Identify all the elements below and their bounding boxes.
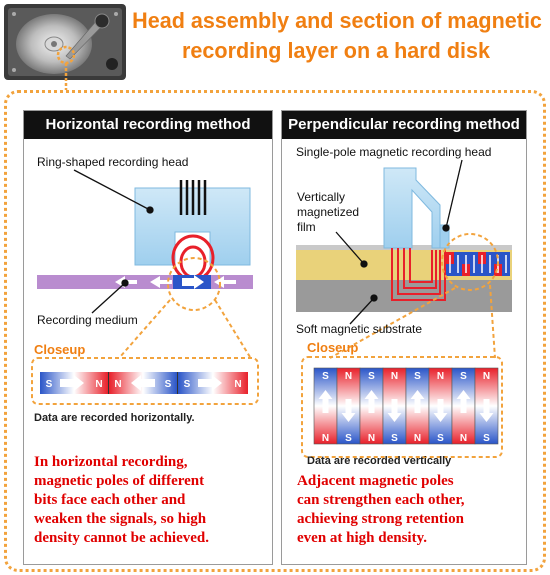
left-note: In horizontal recording, magnetic poles …	[34, 454, 210, 546]
down-arrow-icon	[387, 399, 402, 422]
ring-head-label: Ring-shaped recording head	[37, 155, 189, 169]
pole-letter-n: N	[114, 379, 121, 390]
pole-letter-n: N	[95, 379, 102, 390]
right-caption: Data are recorded vertically	[307, 455, 452, 467]
right-note: Adjacent magnetic poles can strengthen e…	[297, 473, 465, 546]
up-arrow-icon	[456, 390, 471, 413]
substrate-label: Soft magnetic substrate	[296, 322, 423, 336]
film-bits	[446, 252, 510, 276]
film-label: Vertically magnetized film	[297, 190, 360, 234]
pole-letter-s: S	[165, 379, 172, 390]
pole-letter-bottom: N	[460, 433, 467, 444]
pole-letter-bottom: S	[437, 433, 444, 444]
down-arrow-icon	[341, 399, 356, 422]
pole-letter-top: N	[391, 371, 398, 382]
pole-letter-top: S	[322, 371, 329, 382]
up-arrow-icon	[364, 390, 379, 413]
pole-letter-bottom: N	[368, 433, 375, 444]
perpendicular-header: Perpendicular recording method	[282, 111, 526, 139]
pole-letter-s: S	[184, 379, 191, 390]
pole-letter-s: S	[46, 379, 53, 390]
right-closeup-label: Closeup	[307, 340, 359, 355]
pole-letter-bottom: N	[414, 433, 421, 444]
horizontal-panel: Horizontal recording method	[23, 110, 273, 565]
pole-letter-bottom: S	[345, 433, 352, 444]
pole-letter-top: N	[437, 371, 444, 382]
recording-medium-label: Recording medium	[37, 313, 138, 327]
horizontal-header: Horizontal recording method	[24, 111, 272, 139]
left-caption: Data are recorded horizontally.	[34, 412, 195, 424]
pole-letter-top: S	[460, 371, 467, 382]
up-arrow-icon	[410, 390, 425, 413]
pole-letter-top: S	[414, 371, 421, 382]
pole-letter-bottom: S	[483, 433, 490, 444]
down-arrow-icon	[433, 399, 448, 422]
pole-letter-top: N	[483, 371, 490, 382]
ring-head	[134, 187, 251, 266]
single-pole-head-label: Single-pole magnetic recording head	[296, 145, 492, 159]
outer-frame	[4, 90, 546, 572]
single-pole-head	[383, 167, 441, 249]
horizontal-bits-strip	[40, 372, 248, 394]
pole-letter-bottom: N	[322, 433, 329, 444]
pole-letter-top: S	[368, 371, 375, 382]
hard-disk-photo	[4, 4, 126, 80]
pole-letter-n: N	[234, 379, 241, 390]
pole-letter-bottom: S	[391, 433, 398, 444]
perpendicular-bits-strip: S N N S S N N S S N N S S N N S	[313, 367, 499, 445]
up-arrow-icon	[318, 390, 333, 413]
down-arrow-icon	[479, 399, 494, 422]
page-title: Head assembly and section of magnetic re…	[132, 8, 542, 63]
pole-letter-top: N	[345, 371, 352, 382]
left-closeup-label: Closeup	[34, 342, 86, 357]
